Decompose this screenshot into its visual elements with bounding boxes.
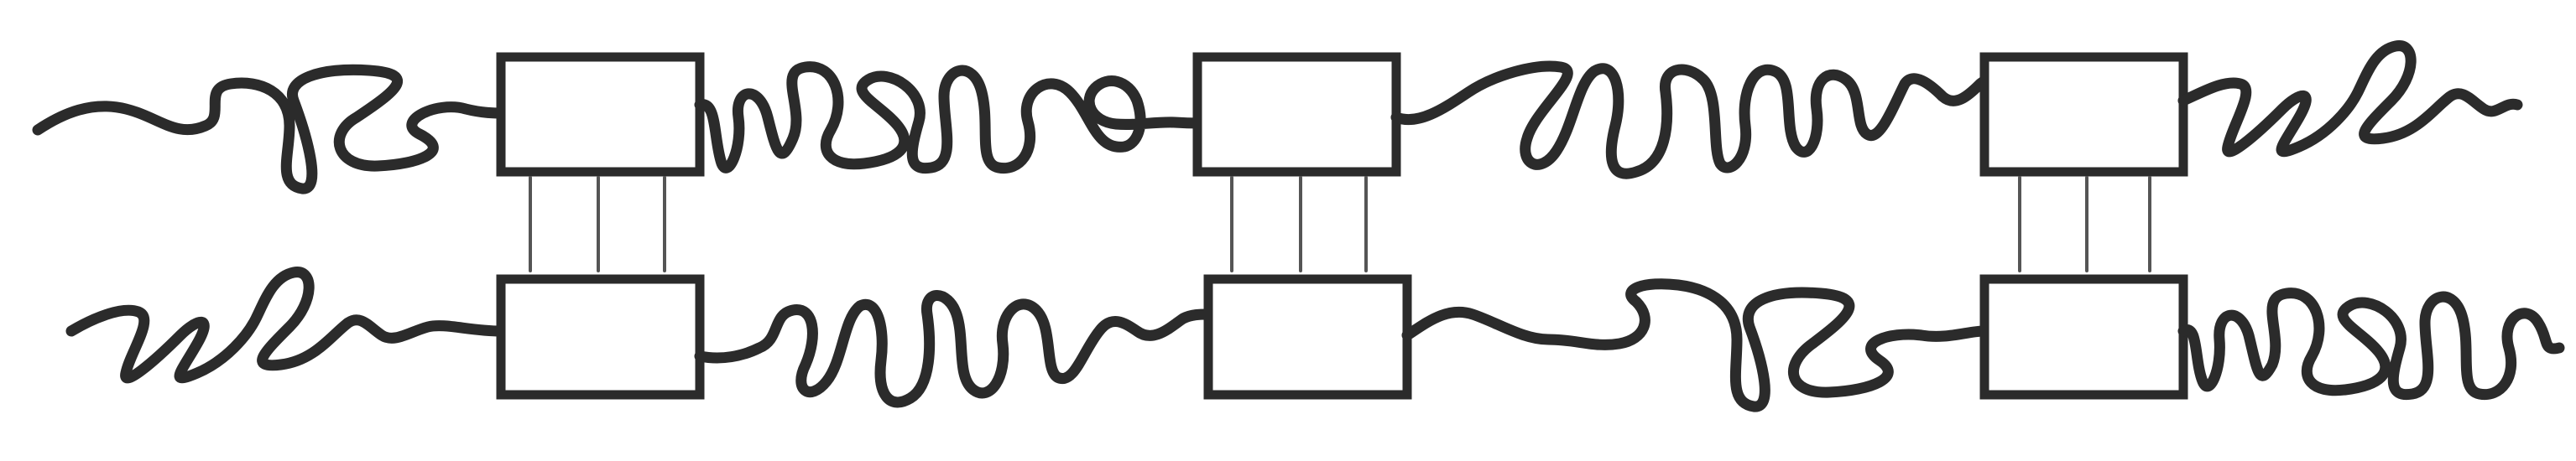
lower-soft-segment-4 (2177, 287, 2565, 401)
upper-soft-segment-4 (2177, 40, 2523, 158)
upper-hard-segment-1 (496, 52, 705, 177)
lower-soft-segment-2 (694, 290, 1214, 408)
lower-soft-segment-1 (65, 267, 507, 384)
lower-hard-segment-3 (1979, 274, 2188, 400)
lower-hard-segment-1 (496, 274, 705, 400)
upper-hard-segment-3 (1979, 52, 2188, 177)
upper-soft-segment-1 (32, 64, 509, 194)
lower-hard-segment-2 (1203, 274, 1412, 400)
upper-hard-segment-2 (1192, 52, 1401, 177)
tie-group-1 (529, 176, 666, 272)
upper-strand (32, 40, 2523, 194)
tie-lines (529, 176, 2151, 272)
upper-soft-segment-3 (1390, 60, 2015, 179)
tie-group-2 (1230, 176, 1368, 272)
upper-soft-segment-2 (694, 61, 1206, 174)
lower-strand (65, 267, 2565, 412)
tie-group-3 (2018, 176, 2151, 272)
lower-soft-segment-3 (1401, 278, 1990, 412)
